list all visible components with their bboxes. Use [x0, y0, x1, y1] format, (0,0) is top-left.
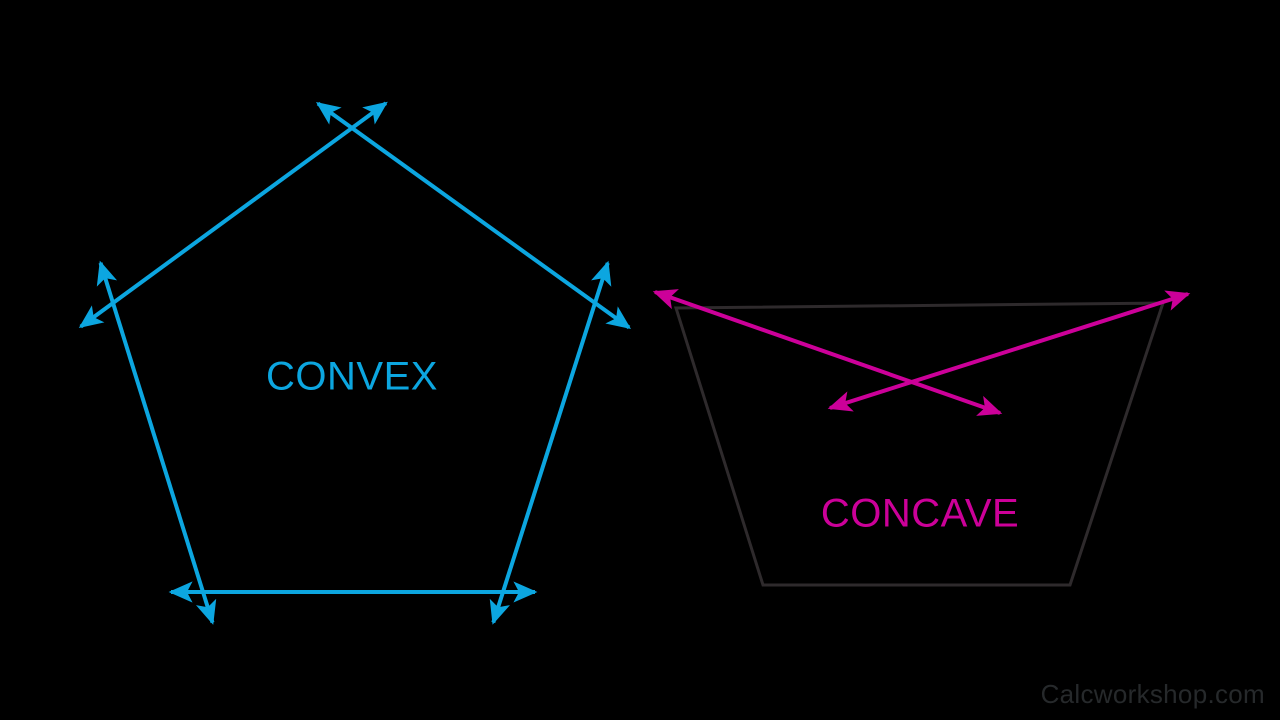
convex-edge-top-right-ray: [315, 101, 632, 330]
convex-edge-top-left-ray: [78, 101, 388, 329]
convex-edge-left-ray: [96, 260, 217, 625]
concave-secant-line-1: [652, 289, 1003, 416]
convex-edge-right-ray: [489, 260, 612, 625]
concave-secant-line-2: [827, 290, 1191, 412]
watermark-label: Calcworkshop.com: [1041, 679, 1265, 709]
convex-edge-rays: [78, 101, 632, 625]
concave-polygon-outline: [673, 301, 1166, 587]
concave-secant-lines: [652, 289, 1191, 416]
convex-label: CONVEX: [266, 355, 438, 399]
convex-figure: CONVEX: [78, 101, 632, 625]
concave-label: CONCAVE: [821, 492, 1019, 536]
concave-figure: CONCAVE: [652, 289, 1191, 587]
